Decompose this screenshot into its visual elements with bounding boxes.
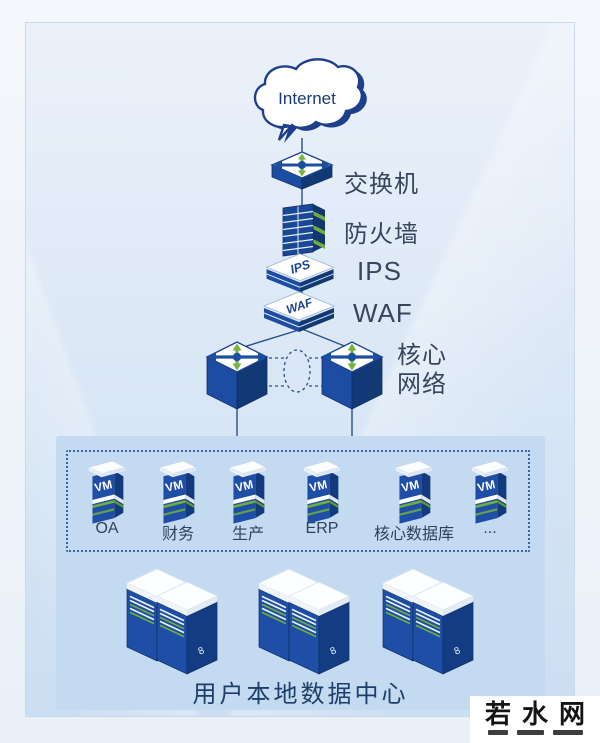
vm-icon: VM	[87, 460, 127, 524]
vm-icon: VM	[470, 460, 510, 524]
vm-label: ERP	[305, 520, 339, 537]
server-badge: 8	[197, 645, 207, 657]
vm-label: OA	[95, 520, 119, 537]
firewall-label: 防火墙	[344, 221, 419, 248]
vm-icon: VM	[158, 460, 198, 524]
vm-label: 生产	[231, 526, 264, 543]
datacenter-label: 用户本地数据中心	[192, 681, 409, 708]
vm-item-erp: VM ERP	[287, 456, 357, 538]
datacenter-container: VM OA VM 财务	[56, 436, 545, 710]
server-badge: 8	[329, 645, 339, 657]
server-tower-icon: 8	[156, 581, 218, 675]
vm-label: 财务	[161, 526, 194, 543]
server-badge: 8	[453, 645, 463, 657]
core-network-label-line1: 核心	[397, 342, 447, 369]
vm-label: ...	[483, 520, 497, 537]
vm-icon: VM	[302, 460, 342, 524]
switch-arrows-glyph	[274, 153, 330, 177]
waf-device-icon: WAF	[262, 291, 336, 332]
vm-icon: VM	[394, 460, 434, 524]
watermark: 若水网	[470, 696, 600, 743]
internet-label: Internet	[278, 89, 336, 108]
core-network-label-line2: 网络	[397, 371, 447, 398]
core-switch-right-icon	[320, 341, 384, 410]
vm-item-more: VM ...	[455, 456, 525, 538]
vm-device-text: VM	[308, 477, 329, 495]
waf-label: WAF	[353, 298, 413, 328]
vm-icon: VM	[228, 460, 268, 524]
cluster-link-ellipse	[263, 349, 330, 393]
switch-icon	[270, 151, 334, 190]
vm-item-core-db: VM 核心数据库	[374, 456, 454, 544]
vm-device-text: VM	[164, 477, 185, 495]
vm-item-oa: VM OA	[72, 456, 142, 538]
server-cluster-3: 8 8	[382, 568, 474, 675]
vm-item-shengchan: VM 生产	[213, 456, 283, 544]
switch-label: 交换机	[344, 171, 419, 198]
core-switch-arrows-glyph	[323, 343, 381, 371]
internet-cloud-icon: Internet	[253, 58, 367, 143]
ips-device-text: IPS	[289, 257, 313, 277]
ips-label: IPS	[357, 256, 402, 286]
watermark-text: 若水网	[484, 699, 596, 729]
watermark-subtext	[487, 730, 583, 735]
server-tower-icon: 8	[288, 581, 350, 675]
core-network-label: 核心 网络	[397, 341, 447, 399]
firewall-icon	[281, 203, 327, 257]
vm-device-text: VM	[234, 477, 255, 495]
vm-label: 核心数据库	[374, 526, 455, 543]
core-switch-left-icon	[205, 341, 269, 410]
server-cluster-1: 8 8	[126, 568, 218, 675]
vm-zone-box: VM OA VM 财务	[66, 450, 530, 552]
vm-device-text: VM	[400, 477, 421, 495]
server-tower-icon: 8	[412, 581, 474, 675]
vm-item-caiwu: VM 财务	[143, 456, 213, 544]
vm-device-text: VM	[93, 477, 114, 495]
ips-device-icon: IPS	[265, 253, 335, 293]
core-switch-arrows-glyph	[208, 343, 266, 371]
server-cluster-2: 8 8	[258, 568, 350, 675]
vm-device-text: VM	[476, 477, 497, 495]
